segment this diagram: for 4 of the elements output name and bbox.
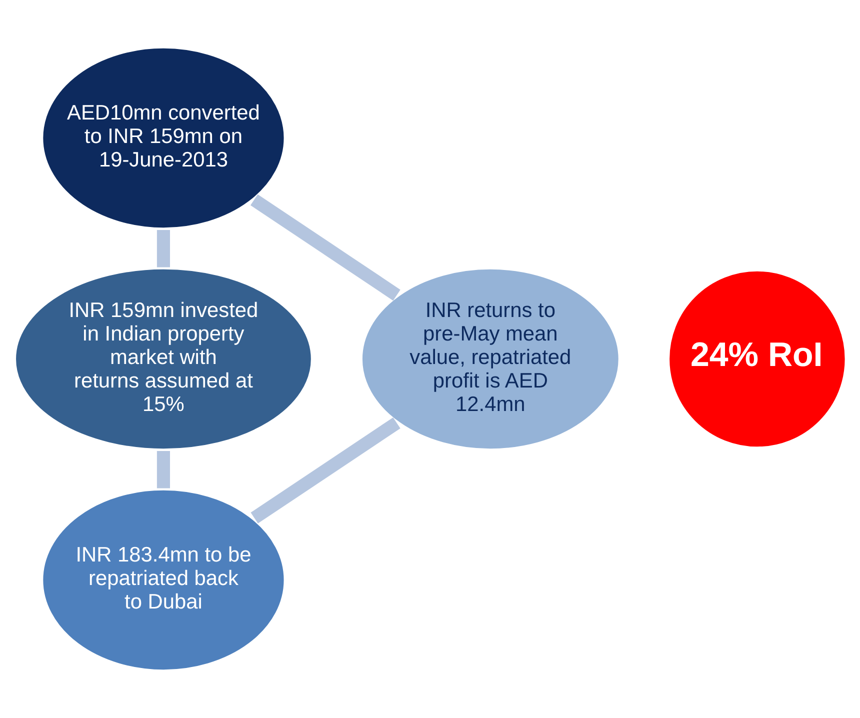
connector xyxy=(156,230,170,268)
connector xyxy=(250,194,400,301)
connector xyxy=(250,417,400,524)
connector xyxy=(156,451,170,488)
